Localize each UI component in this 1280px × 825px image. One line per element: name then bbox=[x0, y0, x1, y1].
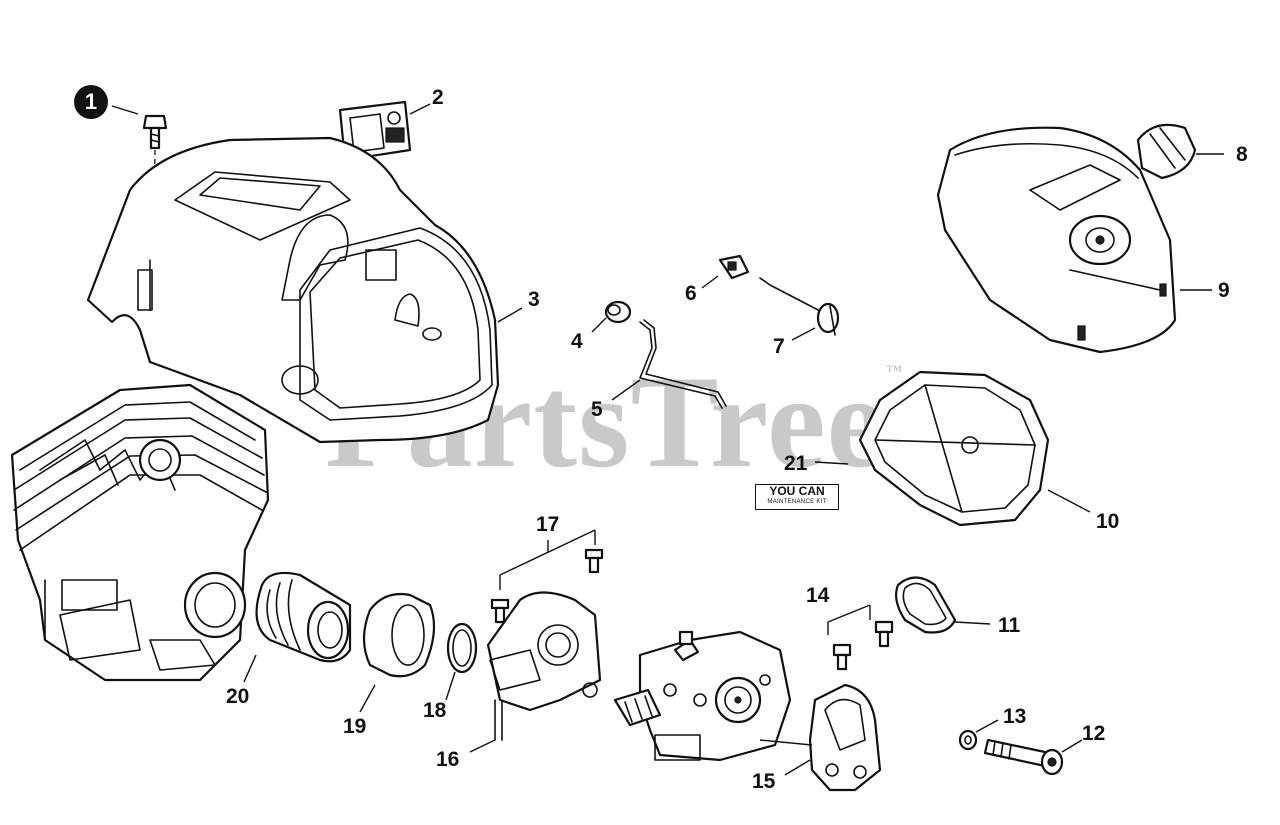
part-13-washer[interactable] bbox=[958, 719, 999, 751]
part-21-leader bbox=[814, 461, 849, 465]
callout-16[interactable]: 16 bbox=[436, 748, 460, 771]
callout-2[interactable]: 2 bbox=[432, 86, 444, 109]
carburetor[interactable] bbox=[613, 630, 792, 762]
callout-10[interactable]: 10 bbox=[1096, 510, 1120, 533]
part-12-bolt[interactable] bbox=[983, 738, 1083, 776]
part-18-o-ring[interactable] bbox=[445, 622, 478, 701]
callout-18[interactable]: 18 bbox=[423, 699, 447, 722]
part-11-gasket[interactable] bbox=[895, 576, 991, 634]
kit-logo-line1: YOU CAN bbox=[769, 484, 825, 498]
callout-19[interactable]: 19 bbox=[343, 715, 367, 738]
part-2-leader bbox=[409, 103, 431, 115]
part-19-ring[interactable] bbox=[359, 592, 436, 713]
callout-9[interactable]: 9 bbox=[1218, 279, 1230, 302]
callout-1[interactable]: 1 bbox=[74, 85, 108, 119]
callout-4[interactable]: 4 bbox=[571, 330, 583, 353]
part-8-knob[interactable] bbox=[1136, 123, 1224, 180]
part-5-rod[interactable] bbox=[611, 319, 727, 409]
part-7-throttle-rod[interactable] bbox=[759, 277, 840, 341]
callout-21[interactable]: 21 bbox=[784, 452, 808, 475]
callout-20[interactable]: 20 bbox=[226, 685, 250, 708]
part-20-intake-boot[interactable] bbox=[243, 571, 352, 683]
callout-14[interactable]: 14 bbox=[806, 584, 830, 607]
part-1-leader bbox=[111, 105, 139, 115]
callout-12[interactable]: 12 bbox=[1082, 722, 1106, 745]
callout-5[interactable]: 5 bbox=[591, 398, 603, 421]
maintenance-kit-logo: YOU CAN MAINTENANCE KIT bbox=[755, 484, 839, 510]
part-15-primer[interactable] bbox=[759, 683, 882, 792]
callout-15[interactable]: 15 bbox=[752, 770, 776, 793]
part-10-air-filter[interactable] bbox=[858, 370, 1091, 527]
part-6-clip[interactable] bbox=[701, 254, 750, 289]
kit-logo-line2: MAINTENANCE KIT bbox=[767, 499, 827, 505]
callout-13[interactable]: 13 bbox=[1003, 705, 1027, 728]
callout-11[interactable]: 11 bbox=[998, 614, 1021, 637]
part-14-screws[interactable] bbox=[827, 604, 894, 671]
callout-17[interactable]: 17 bbox=[536, 513, 560, 536]
part-4-grommet[interactable] bbox=[591, 300, 632, 333]
callout-8[interactable]: 8 bbox=[1236, 143, 1248, 166]
part-16-intake-flange[interactable] bbox=[469, 591, 602, 753]
part-9-air-filter-cover[interactable] bbox=[936, 126, 1212, 354]
callout-3[interactable]: 3 bbox=[528, 288, 540, 311]
callout-7[interactable]: 7 bbox=[773, 335, 785, 358]
part-17-screws[interactable] bbox=[490, 529, 604, 624]
callout-6[interactable]: 6 bbox=[685, 282, 697, 305]
part-3-engine-cover[interactable] bbox=[86, 136, 523, 444]
cylinder[interactable] bbox=[10, 383, 270, 682]
